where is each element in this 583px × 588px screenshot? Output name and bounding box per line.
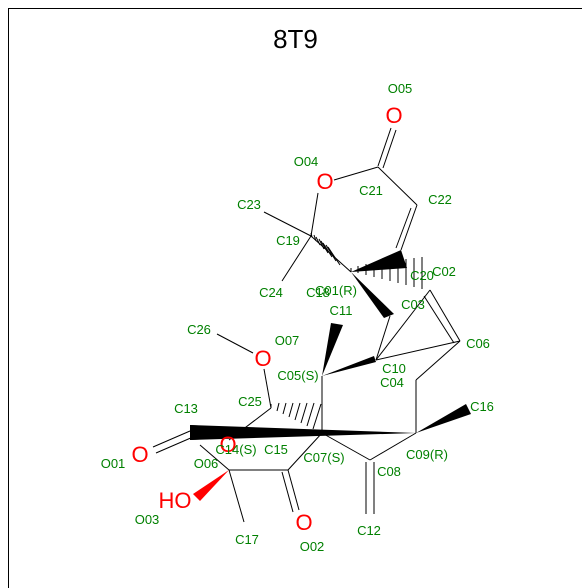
label-C07S: C07(S) xyxy=(303,450,344,465)
molecule-title: 8T9 xyxy=(273,24,318,54)
atom-O04: O xyxy=(316,169,333,194)
label-C08: C08 xyxy=(377,464,401,479)
label-O02: O02 xyxy=(300,539,325,554)
atom-O06: O xyxy=(219,432,236,457)
label-O04: O04 xyxy=(294,154,319,169)
label-C04: C04 xyxy=(380,375,404,390)
label-C11: C11 xyxy=(330,303,353,318)
wedge-bond-hydroxyl xyxy=(193,470,229,501)
label-C16: C16 xyxy=(470,399,494,414)
label-C22: C22 xyxy=(428,192,452,207)
label-O07: O07 xyxy=(275,333,300,348)
bond-lines xyxy=(152,127,461,523)
atom-labels: O05 C21 O04 C22 C23 C19 C20 C02 C24 C18 … xyxy=(101,81,494,554)
label-C21: C21 xyxy=(359,183,383,198)
atom-O05: O xyxy=(385,103,402,128)
label-O01: O01 xyxy=(101,456,126,471)
label-O06: O06 xyxy=(194,456,219,471)
label-C02: C02 xyxy=(432,264,456,279)
label-C13: C13 xyxy=(174,401,198,416)
atom-O07: O xyxy=(254,346,271,371)
wedge-bonds xyxy=(190,250,471,440)
label-C14S: C14(S) xyxy=(215,442,256,457)
label-O03: O03 xyxy=(135,512,160,527)
label-C24: C24 xyxy=(259,285,283,300)
label-C03: C03 xyxy=(401,297,425,312)
atom-O02: O xyxy=(295,510,312,535)
label-C19: C19 xyxy=(276,233,300,248)
label-C23: C23 xyxy=(237,197,261,212)
label-C10: C10 xyxy=(382,361,406,376)
label-C15: C15 xyxy=(264,442,288,457)
label-C12: C12 xyxy=(357,523,381,538)
label-O05: O05 xyxy=(388,81,413,96)
label-C26: C26 xyxy=(187,322,211,337)
label-C05S: C05(S) xyxy=(277,368,318,383)
atom-HO: HO xyxy=(159,488,192,513)
label-C20: C20 xyxy=(410,268,434,283)
label-C25: C25 xyxy=(238,394,262,409)
label-C09R: C09(R) xyxy=(406,447,448,462)
label-C01R: C01(R) xyxy=(315,283,357,298)
diagram-frame xyxy=(8,8,582,588)
label-C06: C06 xyxy=(466,336,490,351)
label-C18: C18 xyxy=(306,285,330,300)
label-C17: C17 xyxy=(235,532,259,547)
atom-O01: O xyxy=(131,442,148,467)
